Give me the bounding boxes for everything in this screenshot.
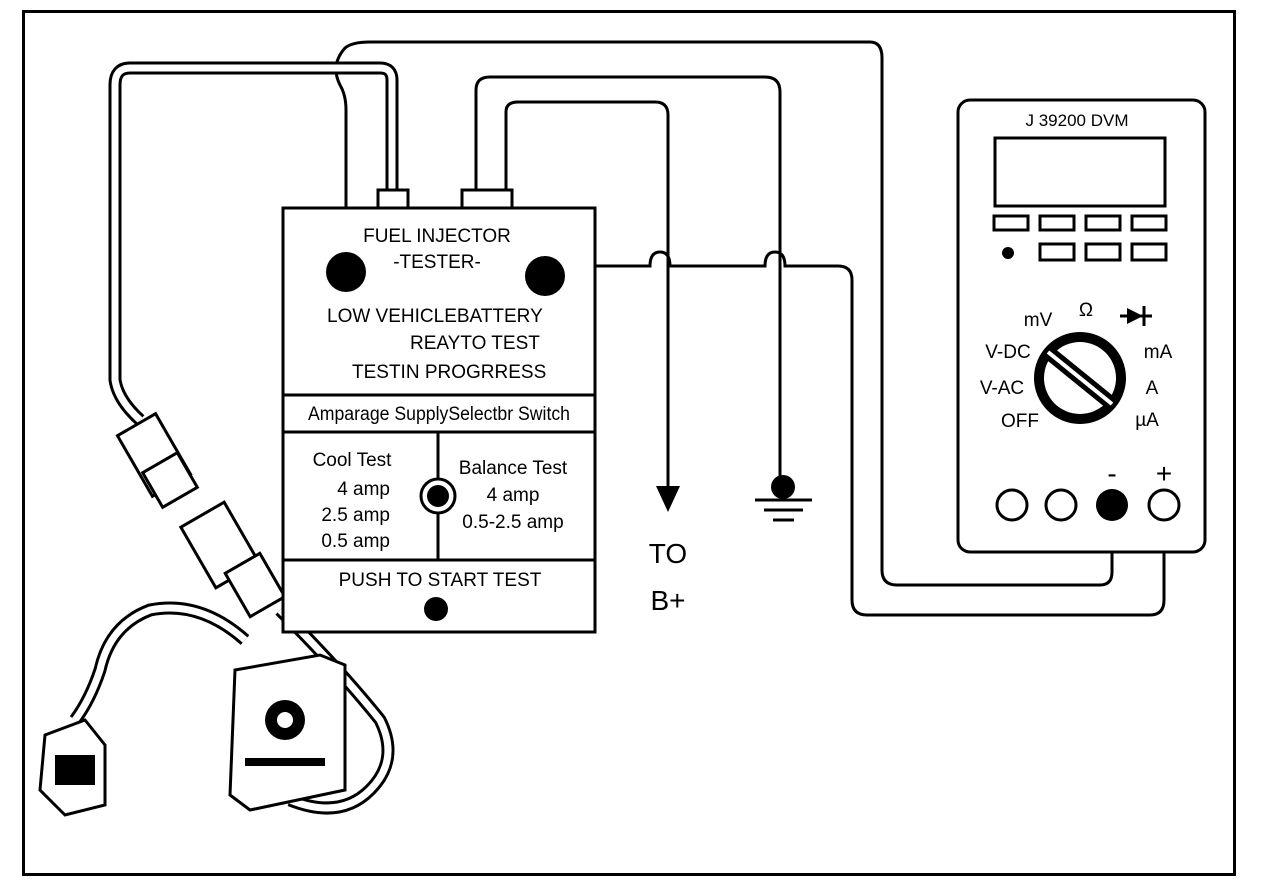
dial-label-ua: µA [1135, 410, 1159, 431]
wire-tester-to-dvm-minus [334, 40, 1114, 587]
dvm-terminal-minus[interactable] [1096, 489, 1128, 521]
amperage-selector-title: Amparage SupplySelectbr Switch [308, 404, 570, 425]
dial-label-ma: mA [1144, 342, 1173, 363]
dial-label-mv: mV [1024, 310, 1053, 331]
push-to-start-label: PUSH TO START TEST [339, 570, 542, 591]
cool-test-value: 4 amp [337, 479, 390, 500]
dvm-terminal[interactable] [1044, 488, 1078, 522]
status-ready-to-test: REAYTO TEST [410, 333, 540, 354]
balance-test-value: 0.5-2.5 amp [462, 512, 563, 533]
arrow-down-icon [656, 486, 680, 512]
amperage-selector-switch[interactable] [419, 477, 457, 515]
wire-tester-to-dvm-plus [545, 250, 1166, 617]
tester-title-line2: -TESTER- [393, 252, 481, 273]
injector-harness-cable [38, 61, 514, 817]
terminal-minus-label: - [1107, 458, 1116, 489]
dial-label-ohm: Ω [1079, 300, 1093, 321]
dvm-terminal-plus[interactable] [1147, 488, 1181, 522]
tester-jack-right[interactable] [525, 256, 565, 296]
balance-test-label: Balance Test [459, 458, 568, 479]
dvm-title: J 39200 DVM [1026, 111, 1129, 130]
dial-label-vac: V-AC [980, 378, 1024, 399]
dial-label-vdc: V-DC [985, 342, 1030, 363]
battery-label-bplus: B+ [650, 585, 685, 616]
status-test-in-progress: TESTIN PROGRRESS [352, 362, 546, 383]
status-low-battery: LOW VEHICLEBATTERY [327, 306, 543, 327]
tester-jack-left[interactable] [326, 252, 366, 292]
dial-label-off: OFF [1001, 411, 1039, 432]
terminal-plus-label: + [1156, 458, 1172, 489]
cool-test-label: Cool Test [313, 450, 393, 471]
tester-title-line1: FUEL INJECTOR [363, 226, 511, 247]
balance-test-value: 4 amp [487, 485, 540, 506]
cool-test-value: 2.5 amp [321, 505, 390, 526]
ground-symbol-icon [755, 475, 812, 522]
dial-label-a: A [1146, 378, 1159, 399]
wire-to-ground [474, 75, 782, 480]
dvm-meter [956, 98, 1207, 554]
cool-test-value: 0.5 amp [321, 531, 390, 552]
wire-to-battery [504, 100, 670, 490]
diode-icon [1120, 306, 1152, 326]
battery-label-to: TO [649, 538, 687, 569]
dvm-terminal[interactable] [995, 488, 1029, 522]
dvm-selector-dial[interactable] [1034, 332, 1126, 424]
push-to-start-button[interactable] [424, 597, 448, 621]
